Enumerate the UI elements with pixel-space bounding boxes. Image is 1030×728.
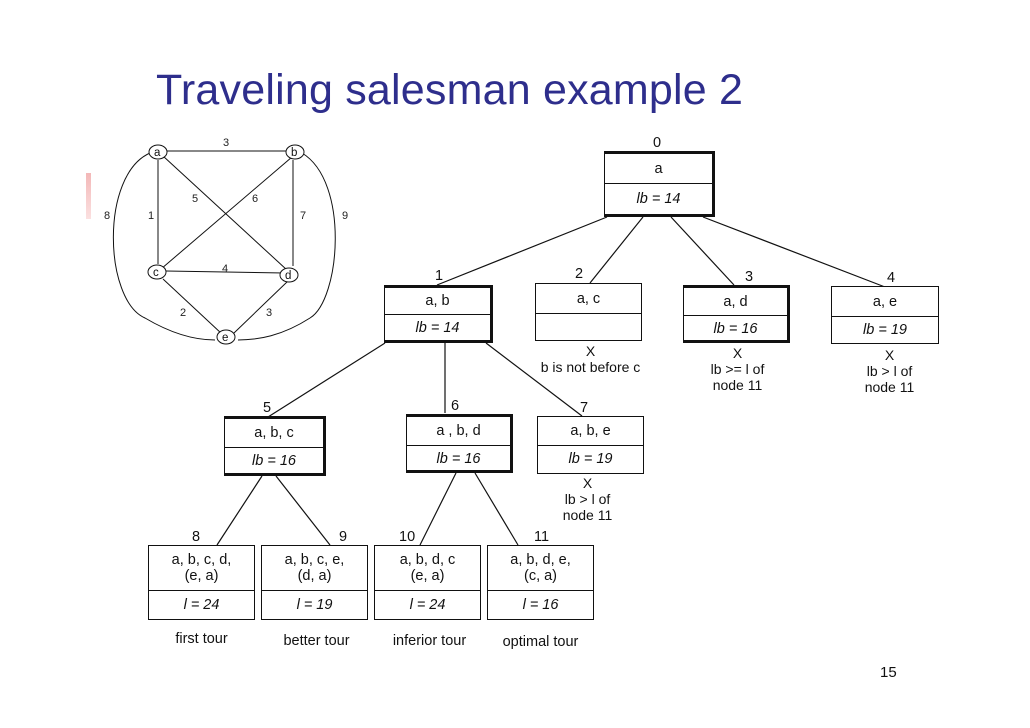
tree-node-9: a, b, c, e, (d, a) l = 19 xyxy=(261,545,368,620)
node-11-caption: optimal tour xyxy=(502,634,579,650)
tree-edge-0-2 xyxy=(589,216,644,284)
node-9-number: 9 xyxy=(339,529,348,545)
node-7-note: X lb > l of node 11 xyxy=(562,475,613,523)
node-10-caption: inferior tour xyxy=(392,633,467,649)
edge-c-e xyxy=(162,278,223,335)
node-10-number: 10 xyxy=(399,529,416,545)
vertex-c-label: c xyxy=(153,267,159,279)
weight-c-d: 4 xyxy=(222,263,228,275)
weight-b-e: 9 xyxy=(342,210,348,222)
tree-edge-6-11 xyxy=(474,472,519,546)
weight-d-e: 3 xyxy=(266,307,272,319)
vertex-d-label: d xyxy=(285,270,291,282)
node-7-path: a, b, e xyxy=(538,417,643,446)
vertex-b xyxy=(285,144,305,160)
node-11-bound: l = 16 xyxy=(522,596,559,613)
node-4-bound: lb = 19 xyxy=(863,322,907,338)
tree-node-7: a, b, e lb = 19 xyxy=(537,416,644,474)
tree-node-1: a, b lb = 14 xyxy=(384,285,493,343)
tree-edge-5-9 xyxy=(275,475,331,546)
node-5-path: a, b, c xyxy=(225,419,323,448)
weight-b-c: 6 xyxy=(252,193,258,205)
tree-edge-1-5 xyxy=(267,342,386,418)
vertex-c xyxy=(147,264,167,280)
tree-node-10: a, b, d, c (e, a) l = 24 xyxy=(374,545,481,620)
tree-node-0: a lb = 14 xyxy=(604,151,715,217)
node-1-number: 1 xyxy=(435,268,444,284)
node-4-note: X lb > l of node 11 xyxy=(864,347,915,395)
slide-title: Traveling salesman example 2 xyxy=(156,66,744,114)
node-5-number: 5 xyxy=(263,400,272,416)
node-9-caption: better tour xyxy=(283,633,350,649)
tree-edge-1-7 xyxy=(485,342,583,417)
node-3-bound: lb = 16 xyxy=(713,320,758,337)
node-4-number: 4 xyxy=(887,270,896,286)
node-5-bound: lb = 16 xyxy=(252,453,296,469)
tree-node-8: a, b, c, d, (e, a) l = 24 xyxy=(148,545,255,620)
node-3-path: a, d xyxy=(684,288,787,316)
tree-node-4: a, e lb = 19 xyxy=(831,286,939,344)
node-4-path: a, e xyxy=(832,287,938,317)
node-2-number: 2 xyxy=(575,266,584,282)
vertex-a xyxy=(148,144,168,160)
node-7-number: 7 xyxy=(580,400,589,416)
node-3-note: X lb >= l of node 11 xyxy=(710,345,765,393)
tree-node-3: a, d lb = 16 xyxy=(683,285,790,343)
node-6-path: a , b, d xyxy=(407,417,510,446)
weight-a-d: 5 xyxy=(192,193,198,205)
vertex-e-label: e xyxy=(222,332,228,344)
node-2-bound xyxy=(536,314,641,340)
tree-node-2: a, c xyxy=(535,283,642,341)
node-7-bound: lb = 19 xyxy=(568,451,613,467)
tree-node-6: a , b, d lb = 16 xyxy=(406,414,513,473)
node-9-path: a, b, c, e, (d, a) xyxy=(262,546,367,591)
node-0-bound: lb = 14 xyxy=(636,191,681,207)
edge-d-e xyxy=(233,280,289,334)
weight-a-e: 8 xyxy=(104,210,110,222)
node-3-number: 3 xyxy=(745,269,754,285)
node-0-number: 0 xyxy=(653,135,662,151)
node-8-bound: l = 24 xyxy=(183,596,220,613)
weight-a-c: 1 xyxy=(148,210,154,222)
edge-c-d xyxy=(165,270,285,274)
tree-node-5: a, b, c lb = 16 xyxy=(224,416,326,476)
node-6-number: 6 xyxy=(451,398,460,414)
vertex-a-label: a xyxy=(154,147,161,159)
node-8-number: 8 xyxy=(192,529,201,545)
edge-a-d xyxy=(162,155,288,271)
node-8-path: a, b, c, d, (e, a) xyxy=(149,546,254,591)
node-11-path: a, b, d, e, (c, a) xyxy=(488,546,593,591)
tree-edge-0-3 xyxy=(670,216,735,286)
weight-b-d: 7 xyxy=(300,210,306,222)
node-10-path: a, b, d, c (e, a) xyxy=(375,546,480,591)
node-2-path: a, c xyxy=(536,284,641,314)
tree-edge-6-10 xyxy=(419,472,457,546)
vertex-e xyxy=(216,329,236,345)
node-2-note: X b is not before c xyxy=(540,343,641,375)
tree-node-11: a, b, d, e, (c, a) l = 16 xyxy=(487,545,594,620)
tree-edge-0-4 xyxy=(702,216,886,288)
node-10-bound: l = 24 xyxy=(409,596,446,613)
weight-a-b: 3 xyxy=(223,137,229,149)
node-0-path: a xyxy=(605,154,712,184)
page-number: 15 xyxy=(880,664,897,681)
vertex-b-label: b xyxy=(291,147,297,159)
weight-c-e: 2 xyxy=(180,307,186,319)
edge-b-e xyxy=(237,152,336,341)
edge-a-e xyxy=(113,152,216,341)
node-11-number: 11 xyxy=(534,529,550,545)
node-1-bound: lb = 14 xyxy=(415,320,460,336)
tree-edge-5-8 xyxy=(216,475,263,546)
node-8-caption: first tour xyxy=(175,631,228,647)
edge-b-c xyxy=(160,156,293,270)
tree-edge-0-1 xyxy=(436,216,608,286)
node-6-bound: lb = 16 xyxy=(436,450,481,467)
node-1-path: a, b xyxy=(385,288,490,315)
node-9-bound: l = 19 xyxy=(296,596,333,613)
vertex-d xyxy=(279,267,299,283)
accent-bar xyxy=(86,173,91,219)
